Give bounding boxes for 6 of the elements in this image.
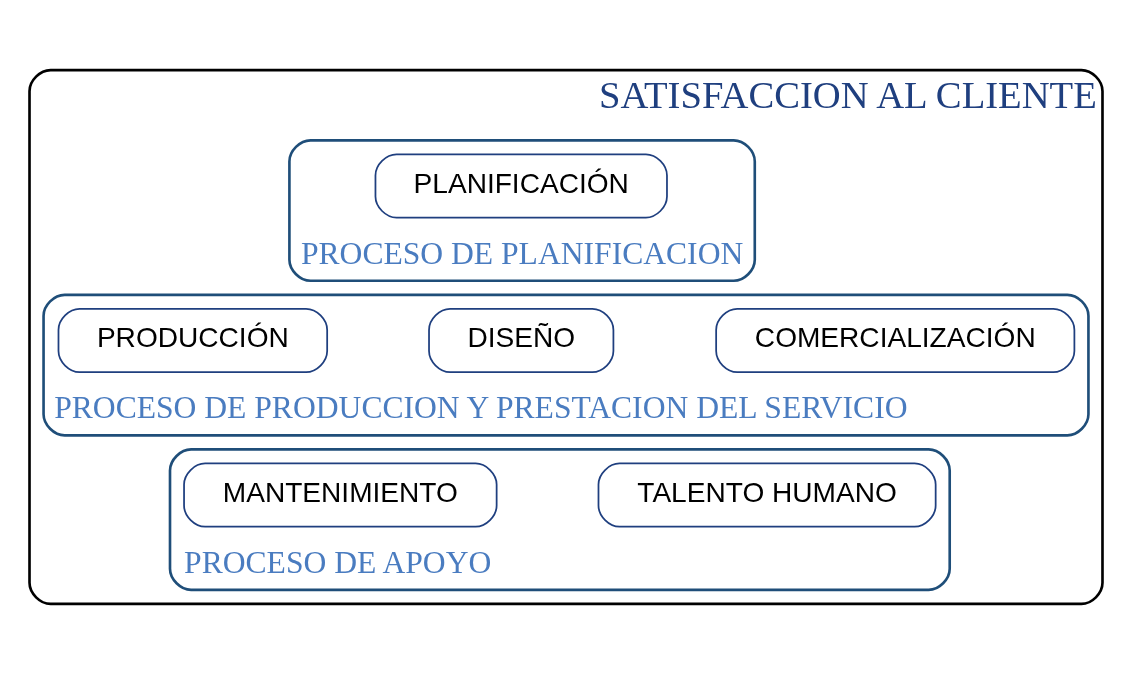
node-box: PRODUCCIÓN	[57, 307, 329, 373]
node-box: COMERCIALIZACIÓN	[715, 307, 1076, 373]
node-box: TALENTO HUMANO	[597, 462, 937, 528]
node-box: PLANIFICACIÓN	[374, 153, 668, 218]
node-box: MANTENIMIENTO	[183, 462, 498, 528]
node-box: DISEÑO	[428, 307, 615, 373]
